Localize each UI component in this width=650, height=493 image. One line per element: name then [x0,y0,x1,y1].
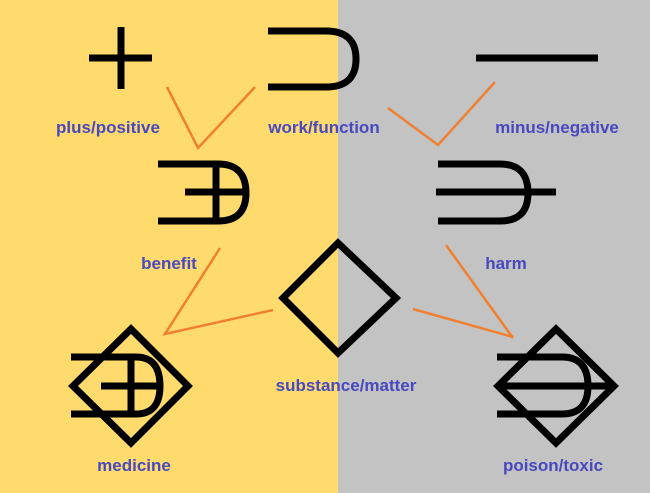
benefit-symbol [158,160,250,225]
connector-substance-to-poison [412,307,514,339]
left-background [0,0,338,493]
connector-benefit-substance-to-medicine [162,247,274,336]
plus-symbol [89,27,152,89]
medicine-symbol [68,324,193,448]
right-background [338,0,650,493]
label-minus: minus/negative [495,118,619,137]
harm-symbol [436,160,556,225]
label-substance: substance/matter [276,376,417,395]
connector-plus-work-to-benefit [165,86,256,151]
label-harm: harm [485,254,527,273]
label-poison: poison/toxic [503,456,603,475]
substance-symbol [278,238,402,358]
connector-work-minus-to-harm [387,81,496,147]
label-benefit: benefit [141,254,197,273]
label-work: work/function [267,118,379,137]
poison-symbol [493,324,619,448]
label-plus: plus/positive [56,118,160,137]
label-medicine: medicine [97,456,171,475]
work-symbol [268,27,360,91]
connector-harm-to-poison [444,244,515,339]
